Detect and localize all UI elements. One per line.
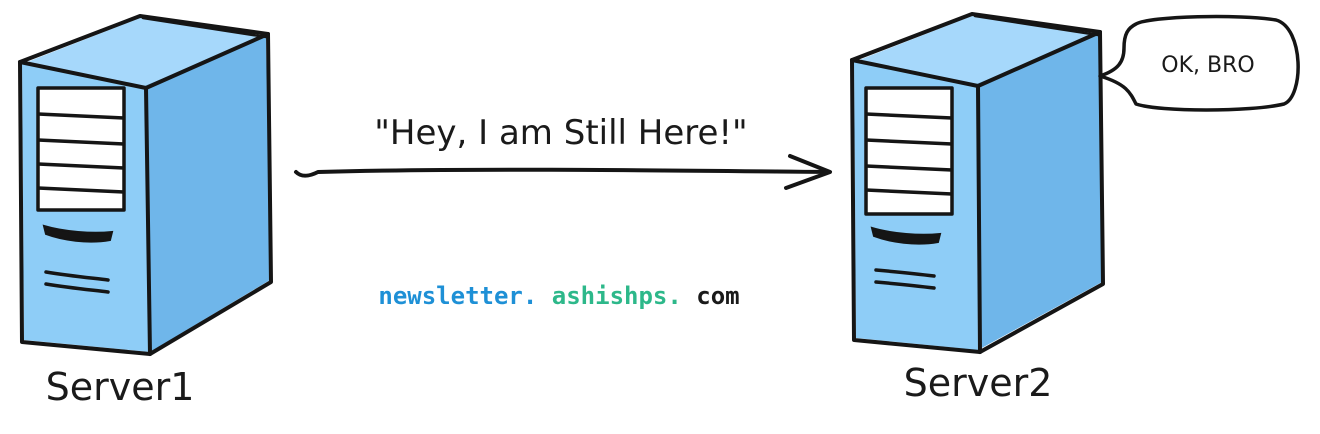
- server1-icon: [18, 14, 273, 356]
- reply-text: OK, BRO: [1161, 53, 1254, 78]
- message-arrow: [294, 154, 832, 190]
- watermark-part3: com: [682, 282, 740, 310]
- server1-slot: [42, 224, 114, 243]
- watermark-part2: ashishps.: [537, 282, 682, 310]
- server2-vents: [874, 268, 936, 290]
- message-label: "Hey, I am Still Here!": [374, 113, 747, 153]
- server2-label: Server2: [904, 361, 1053, 405]
- server1-label: Server1: [46, 365, 195, 409]
- server2-top: [854, 16, 1100, 84]
- server1-side: [144, 36, 270, 352]
- server2-side: [976, 34, 1102, 350]
- server1-vents: [44, 270, 110, 294]
- server2-icon: [850, 12, 1105, 354]
- reply-speech-bubble: OK, BRO: [1098, 14, 1300, 112]
- server1-top: [22, 18, 266, 86]
- watermark: newsletter. ashishps. com: [378, 282, 739, 310]
- server2-drive-bays: [864, 86, 954, 216]
- watermark-part1: newsletter.: [378, 282, 537, 310]
- server2-slot: [870, 226, 942, 245]
- server1-drive-bays: [36, 86, 126, 212]
